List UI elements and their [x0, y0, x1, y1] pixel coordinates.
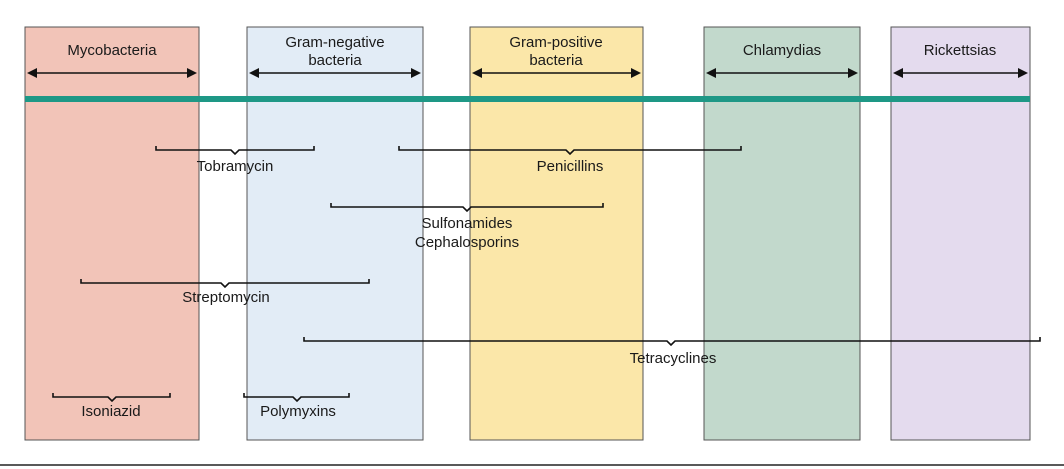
group-fill [703, 26, 861, 441]
range-bracket [398, 146, 742, 156]
drug-range-polymyxins: Polymyxins [243, 393, 350, 420]
spectrum-bar [25, 96, 1030, 102]
double-arrow-icon [706, 68, 858, 78]
group-label-line-1: Gram-negative [285, 34, 384, 51]
range-bracket [330, 203, 604, 213]
group-column-gram-positive: Gram-positive bacteria [469, 26, 644, 441]
drug-label-line-2: Cephalosporins [415, 234, 519, 251]
group-column-rickettsias: Rickettsias [890, 26, 1031, 441]
range-bracket [155, 146, 315, 156]
drug-range-streptomycin: Streptomycin [80, 279, 370, 306]
range-bracket [303, 337, 1041, 347]
group-label-line-2: bacteria [529, 52, 583, 69]
range-bracket [52, 393, 171, 403]
double-arrow-icon [893, 68, 1028, 78]
group-column-mycobacteria: Mycobacteria [24, 26, 200, 441]
group-label-line-2: bacteria [308, 52, 362, 69]
drug-range-isoniazid: Isoniazid [52, 393, 171, 420]
group-label: Rickettsias [924, 42, 997, 59]
range-bracket [243, 393, 350, 403]
drug-label-line-1: Sulfonamides [422, 215, 513, 232]
drug-range-penicillins: Penicillins [398, 146, 742, 175]
double-arrow-icon [249, 68, 421, 78]
group-label: Mycobacteria [67, 42, 157, 59]
drug-label: Penicillins [537, 158, 604, 175]
double-arrow-icon [27, 68, 197, 78]
drug-range-tobramycin: Tobramycin [155, 146, 315, 175]
group-fill [24, 26, 200, 441]
group-fill [469, 26, 644, 441]
drug-label: Polymyxins [260, 403, 336, 420]
double-arrow-icon [472, 68, 641, 78]
drug-label: Tetracyclines [630, 350, 717, 367]
drug-range-tetracyclines: Tetracyclines [303, 337, 1041, 367]
drug-label: Isoniazid [81, 403, 140, 420]
group-column-chlamydias: Chlamydias [703, 26, 861, 441]
drug-label: Streptomycin [182, 289, 270, 306]
group-label: Chlamydias [743, 42, 821, 59]
group-label-line-1: Gram-positive [509, 34, 602, 51]
drug-label: Tobramycin [197, 158, 274, 175]
group-fill [890, 26, 1031, 441]
group-column-gram-negative: Gram-negative bacteria [246, 26, 424, 441]
drug-range-sulfonamides-cephalosporins: Sulfonamides Cephalosporins [330, 203, 604, 251]
group-fill [246, 26, 424, 441]
range-bracket [80, 279, 370, 289]
